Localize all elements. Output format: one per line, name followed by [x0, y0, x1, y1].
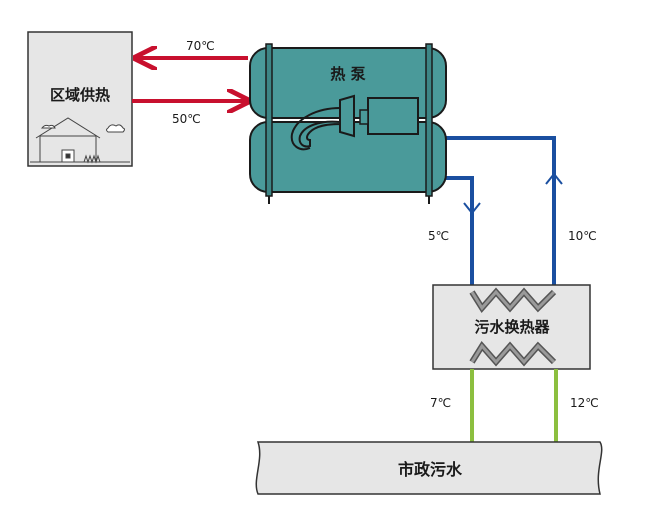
cold-pipe-up — [445, 136, 556, 290]
exchanger-label: 污水换热器 — [474, 318, 550, 336]
sewage-pipes — [470, 369, 558, 442]
temp-evap-out: 10℃ — [568, 229, 597, 243]
district-heating-label: 区域供热 — [50, 86, 110, 104]
heat-pump-label: 热 泵 — [330, 65, 365, 83]
hot-pipes: 70℃ 50℃ — [132, 39, 248, 126]
municipal-sewage-channel: 市政污水 — [255, 441, 603, 495]
cold-loop-pipes — [445, 136, 563, 290]
sewage-heat-exchanger: 污水换热器 — [432, 284, 591, 370]
heat-pump: 热 泵 — [249, 43, 447, 204]
house-icon — [30, 117, 130, 164]
cold-pipe-down — [445, 176, 474, 290]
temp-evap-in: 5℃ — [428, 229, 449, 243]
temp-return: 50℃ — [172, 112, 201, 126]
arrow-up-icon — [545, 172, 563, 185]
district-heating-box: 区域供热 — [27, 31, 133, 167]
compressor-motor — [367, 97, 419, 135]
temp-sewage-out: 7℃ — [430, 396, 451, 410]
arrow-down-icon — [463, 202, 481, 215]
compressor-volute — [298, 94, 355, 148]
temp-sewage-in: 12℃ — [570, 396, 599, 410]
sewage-label: 市政污水 — [398, 460, 463, 479]
temp-supply: 70℃ — [186, 39, 215, 53]
